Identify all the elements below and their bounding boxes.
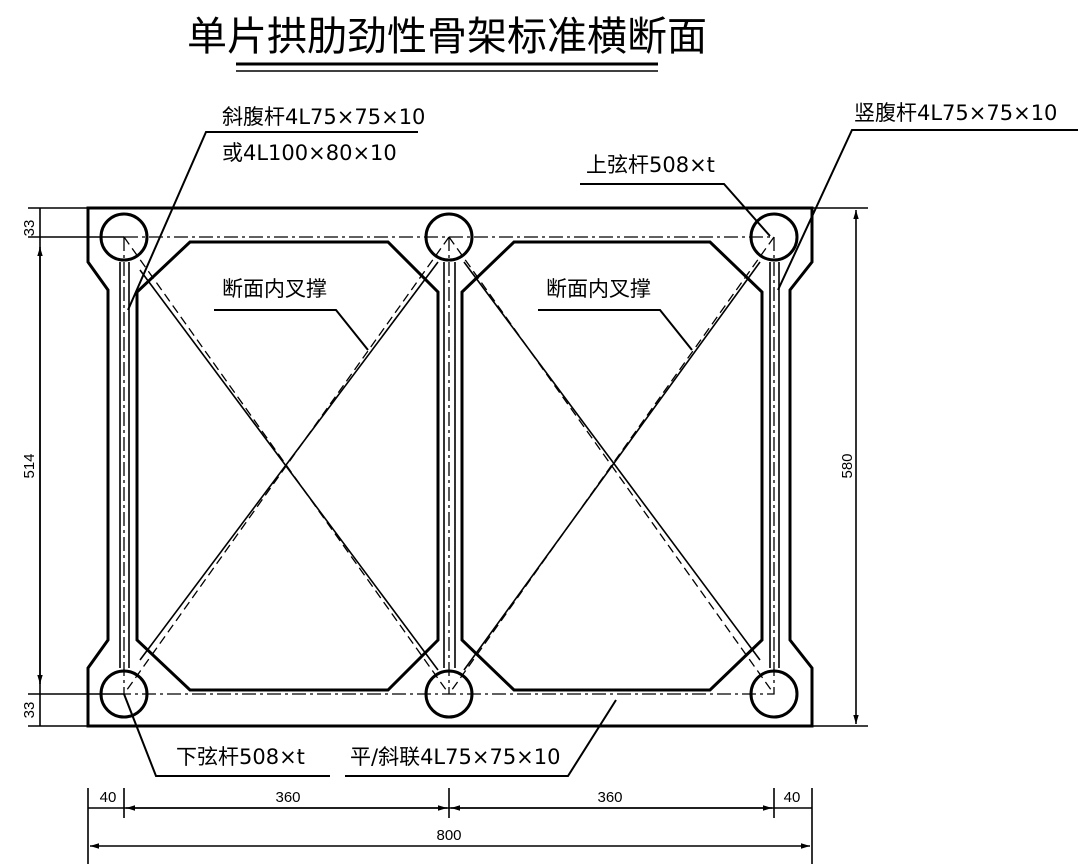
- leader-diagonal-web: [127, 131, 418, 311]
- label-lateral-brace: 平/斜联4L75×75×10: [350, 745, 561, 769]
- label-upper-chord: 上弦杆508×t: [586, 153, 715, 177]
- outer-frame: [86, 206, 814, 728]
- label-vertical-web: 竖腹杆4L75×75×10: [854, 101, 1057, 125]
- label-diagonal-web-line2: 或4L100×80×10: [222, 141, 397, 165]
- web-line-left: [139, 269, 439, 671]
- label-lower-chord: 下弦杆508×t: [176, 745, 305, 769]
- dim-left-top: 33: [21, 220, 38, 237]
- dim-bottom-right-span: 360: [597, 789, 622, 806]
- web-line-left-2: [139, 261, 439, 661]
- web-line-right-2: [463, 261, 761, 671]
- chord-tube-bottom-middle: [424, 669, 474, 719]
- leader-inner-brace-left: [214, 309, 369, 351]
- inner-cell-left: [135, 240, 440, 692]
- leader-inner-brace-right: [538, 309, 693, 351]
- drawing-title: 单片拱肋劲性骨架标准横断面: [187, 14, 707, 60]
- dim-right-height: 580: [839, 453, 856, 478]
- leader-upper-chord: [580, 183, 771, 237]
- dim-left-bottom: 33: [21, 702, 38, 719]
- leader-lower-chord: [123, 693, 330, 777]
- dim-left-middle: 514: [21, 453, 38, 478]
- dim-bottom-left-edge: 40: [100, 789, 117, 806]
- dim-total-width: 800: [436, 827, 461, 844]
- chord-tube-top-right: [749, 212, 799, 262]
- dim-bottom-left-span: 360: [275, 789, 300, 806]
- label-diagonal-web-line1: 斜腹杆4L75×75×10: [222, 105, 425, 129]
- label-inner-brace-left: 断面内叉撑: [222, 277, 327, 301]
- leader-vertical-web: [777, 129, 1078, 291]
- chord-tube-bottom-right: [749, 669, 799, 719]
- web-line-right: [463, 261, 761, 661]
- dim-bottom-right-edge: 40: [784, 789, 801, 806]
- label-inner-brace-right: 断面内叉撑: [546, 277, 651, 301]
- inner-cell-right: [460, 240, 764, 692]
- chord-tube-top-middle: [424, 212, 474, 262]
- leader-lateral-brace: [345, 699, 617, 777]
